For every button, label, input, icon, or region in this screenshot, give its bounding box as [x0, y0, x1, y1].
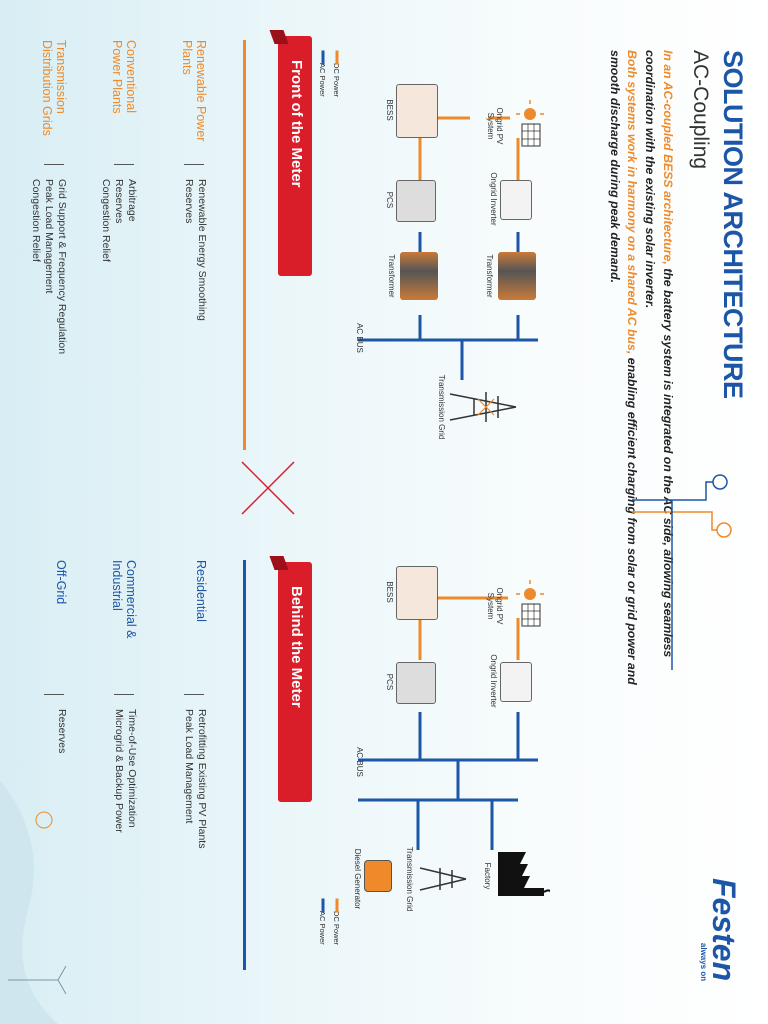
- behind-diagram-wires: [358, 596, 538, 850]
- front-diagram-wires: [358, 116, 538, 380]
- category-name: Transmission Distribution Grids: [39, 40, 68, 136]
- behind-factory-label: Factory: [483, 862, 492, 890]
- behind-ribbon-label: Behind the Meter: [288, 586, 305, 708]
- legend-behind: DC Power AC Power: [316, 898, 344, 946]
- behind-inverter-label: Ongrid Inverter: [489, 654, 498, 708]
- category-name: Commercial & Industrial: [109, 560, 138, 639]
- bess-icon: [396, 84, 438, 138]
- front-acbus-label: AC BUS: [355, 323, 364, 353]
- front-inverter-label: Ongrid Inverter: [489, 172, 498, 226]
- front-category-list: Renewable Power Plants Renewable Energy …: [0, 40, 208, 520]
- landscape-decoration: [0, 780, 67, 1024]
- behind-bess-label: BESS: [385, 581, 394, 603]
- inverter-icon: [500, 180, 532, 220]
- front-ribbon-label: Front of the Meter: [288, 60, 305, 188]
- brand-name: Festen: [706, 878, 742, 982]
- circuit-decoration: [632, 474, 732, 670]
- category-row: Residential Retrofitting Existing PV Pla…: [138, 560, 208, 1000]
- category-uses: Reserves: [56, 709, 68, 754]
- page-subtitle: AC-Coupling: [689, 50, 712, 170]
- category-name: Renewable Power Plants: [179, 40, 208, 142]
- bess-icon: [396, 566, 438, 620]
- front-transformer2-label: Transformer: [387, 254, 396, 298]
- transmission-tower-icon: [419, 867, 467, 891]
- front-timeline: [243, 40, 246, 450]
- category-name: Residential: [194, 560, 208, 622]
- solar-panel-icon: [516, 100, 544, 147]
- page-title: SOLUTION ARCHITECTURE: [718, 50, 748, 399]
- legend-dc-label: DC Power: [332, 911, 342, 946]
- factory-icon: [498, 852, 550, 896]
- inverter-icon: [500, 662, 532, 702]
- legend-dc-label: DC Power: [332, 63, 342, 98]
- pcs-icon: [396, 662, 436, 704]
- behind-pcs-label: PCS: [385, 673, 394, 691]
- legend-ac-label: AC Power: [318, 911, 328, 945]
- behind-pv-label: Ongrid PV System: [485, 587, 504, 625]
- category-row: Renewable Power Plants Renewable Energy …: [138, 40, 208, 520]
- legend-ac-label: AC Power: [318, 63, 328, 97]
- behind-generator-label: Diesel Generator: [353, 848, 362, 910]
- generator-icon: [364, 860, 392, 892]
- front-grid-label: Transmission Grid: [437, 374, 446, 440]
- front-ribbon: Front of the Meter: [269, 30, 312, 280]
- divider-cross-icon: [241, 461, 295, 515]
- transformer-icon: [400, 252, 438, 300]
- front-pv-label: Ongrid PV System: [485, 107, 504, 145]
- category-name: Conventional Power Plants: [109, 40, 138, 114]
- front-transformer1-label: Transformer: [485, 254, 494, 298]
- category-name: Off-Grid: [54, 560, 68, 605]
- category-row: Transmission Distribution Grids Grid Sup…: [0, 40, 68, 520]
- front-bess-label: BESS: [385, 99, 394, 121]
- pcs-icon: [396, 180, 436, 222]
- behind-ribbon: Behind the Meter: [269, 556, 312, 806]
- behind-grid-label: Transmission Grid: [405, 846, 414, 912]
- legend-front: DC Power AC Power: [316, 50, 344, 98]
- brand-logo: Festen always on: [699, 878, 742, 982]
- transformer-icon: [498, 252, 536, 300]
- front-pcs-label: PCS: [385, 191, 394, 209]
- behind-timeline: [243, 560, 246, 970]
- transmission-tower-icon: [449, 392, 517, 422]
- solar-panel-icon: [516, 580, 544, 627]
- behind-acbus-label: AC BUS: [355, 747, 364, 777]
